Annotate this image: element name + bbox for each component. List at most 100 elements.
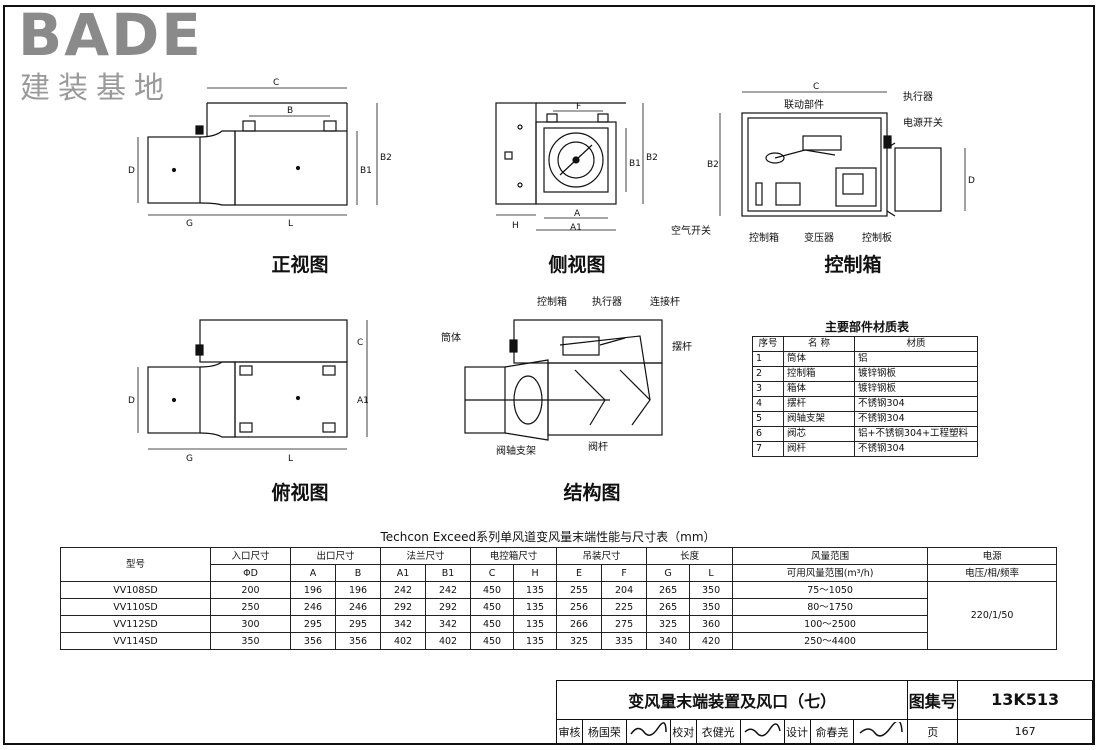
cell: VV108SD (60, 581, 211, 599)
cell: 246 (334, 598, 382, 616)
cell: 7 (752, 441, 784, 457)
group-header: 电控箱尺寸 (470, 547, 558, 565)
caption-control-box: 控制箱 (824, 254, 882, 276)
dim-g-front: G (186, 219, 193, 229)
cell: 135 (513, 615, 558, 633)
cell: 铝 (854, 351, 978, 367)
group-header: 长度 (646, 547, 734, 565)
cell: 335 (601, 632, 648, 650)
cell: 204 (601, 581, 648, 599)
label-linkage: 联动部件 (784, 98, 824, 111)
cell: 356 (334, 632, 382, 650)
cell: 292 (380, 598, 427, 616)
sub-header: A1 (380, 564, 427, 582)
cell: 摆杆 (783, 396, 855, 412)
cell: 450 (470, 632, 515, 650)
cell: 242 (380, 581, 427, 599)
sub-header: 电压/相/频率 (927, 564, 1058, 582)
check-label: 校对 (669, 718, 697, 746)
control-box-drawing (719, 91, 966, 217)
sub-header: C (470, 564, 515, 582)
cell: 135 (513, 598, 558, 616)
cell: 265 (646, 598, 691, 616)
label-struct-ctrl-box: 控制箱 (537, 295, 567, 308)
structure-view-drawing (464, 319, 663, 441)
caption-front-view: 正视图 (271, 254, 329, 276)
label-ctrl-board: 控制板 (862, 231, 892, 244)
label-actuator-ctrl: 执行器 (903, 90, 933, 103)
label-swing-rod: 摆杆 (672, 340, 692, 353)
table-row: VV108SD 200 196 196 242 242 450 135 255 … (60, 581, 1058, 650)
reviewer-signature (625, 718, 671, 746)
table-row: VV112SD 300 295 295 342 342 450 135 266 … (60, 615, 1057, 633)
designer-name: 俞春尧 (809, 718, 855, 746)
caption-top-view: 俯视图 (271, 482, 329, 504)
cell: 75～1050 (732, 581, 929, 599)
cell: 292 (425, 598, 472, 616)
cell: 6 (752, 426, 784, 442)
sub-header: A (290, 564, 336, 582)
dim-c-front: C (273, 78, 279, 88)
dim-b-front: B (287, 106, 293, 116)
cell: 255 (556, 581, 603, 599)
dim-b2-side: B2 (646, 153, 658, 163)
cell: 筒体 (783, 351, 855, 367)
atlas-number: 13K513 (957, 680, 1093, 720)
cell: VV112SD (60, 615, 211, 633)
cell: 295 (334, 615, 382, 633)
checker-name: 衣健光 (695, 718, 741, 746)
cell: 420 (689, 632, 734, 650)
table-row: VV110SD 250 246 246 292 292 450 135 256 … (60, 598, 1057, 616)
sub-header: H (513, 564, 558, 582)
cell: 250～4400 (732, 632, 929, 650)
designer-signature (853, 718, 909, 746)
cell: 阀杆 (783, 441, 855, 457)
dim-a1-top: A1 (357, 396, 369, 406)
dim-l-top: L (288, 454, 293, 464)
label-link-rod: 连接杆 (650, 295, 680, 308)
dim-a-side: A (574, 209, 581, 219)
dim-d-front: D (128, 166, 135, 176)
cell: 350 (210, 632, 291, 650)
cell: 5 (752, 411, 784, 427)
label-body: 筒体 (441, 331, 461, 344)
sub-header: E (556, 564, 603, 582)
reviewer-name: 杨国荣 (581, 718, 627, 746)
checker-signature (739, 718, 785, 746)
cell: 196 (290, 581, 336, 599)
page-number: 167 (957, 718, 1093, 746)
cell: 控制箱 (783, 366, 855, 382)
materials-header: 名 称 (783, 336, 855, 352)
cell: 阀轴支架 (783, 411, 855, 427)
label-ctrl-box: 控制箱 (749, 231, 779, 244)
cell: 340 (646, 632, 691, 650)
cell: 266 (556, 615, 603, 633)
sub-header: 可用风量范围(m³/h) (732, 564, 929, 582)
materials-header: 序号 (752, 336, 784, 352)
sub-header: L (689, 564, 734, 582)
label-valve-rod: 阀杆 (588, 440, 608, 453)
cell: 不锈钢304 (854, 411, 978, 427)
dim-a1-side: A1 (570, 223, 582, 233)
cell: 135 (513, 632, 558, 650)
cell: 325 (646, 615, 691, 633)
review-label: 审核 (556, 718, 583, 746)
cell: 342 (425, 615, 472, 633)
cell: 80～1750 (732, 598, 929, 616)
drawing-frame (3, 5, 1095, 745)
model-header: 型号 (60, 547, 211, 582)
dim-h-side: H (512, 221, 519, 231)
caption-structure-view: 结构图 (563, 482, 621, 504)
cell: VV110SD (60, 598, 211, 616)
cell: 箱体 (783, 381, 855, 397)
group-header: 入口尺寸 (210, 547, 291, 565)
materials-header: 材质 (854, 336, 978, 352)
label-air-switch: 空气开关 (671, 224, 711, 237)
caption-side-view: 侧视图 (548, 254, 606, 276)
cell: 不锈钢304 (854, 396, 978, 412)
